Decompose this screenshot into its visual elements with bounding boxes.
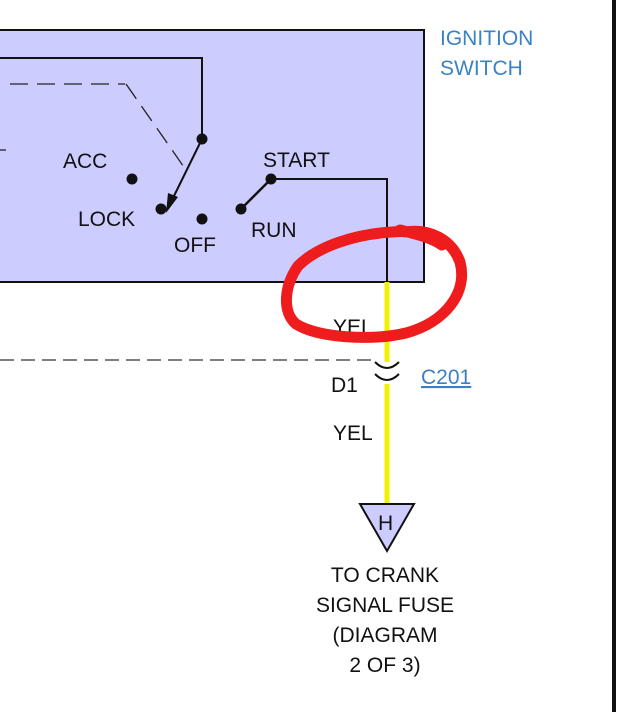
connector-c201-link[interactable]: C201 <box>421 366 471 389</box>
terminal-caption-line1: TO CRANK <box>331 564 439 587</box>
position-label-acc: ACC <box>63 150 107 173</box>
position-label-off: OFF <box>174 234 216 257</box>
terminal-h-triangle <box>358 503 416 554</box>
contact-acc <box>126 173 138 185</box>
run-start-jumper <box>240 178 272 210</box>
terminal-caption-line3: (DIAGRAM <box>333 624 438 647</box>
position-label-lock: LOCK <box>78 208 135 231</box>
terminal-caption-line2: SIGNAL FUSE <box>316 594 454 617</box>
terminal-caption-line4: 2 OF 3) <box>349 654 420 677</box>
connector-pin-label: D1 <box>331 374 358 397</box>
switch-common-wire <box>0 57 203 139</box>
connector-symbol-top <box>374 361 400 369</box>
switch-linkage-dashed-diagonal <box>125 83 187 171</box>
connector-symbol-bottom <box>374 373 400 381</box>
position-label-run: RUN <box>251 219 297 242</box>
switch-title-line1: IGNITION <box>440 27 533 50</box>
contact-common <box>196 133 208 145</box>
contact-lock <box>155 203 167 215</box>
annotation-circle <box>280 224 467 343</box>
position-label-start: START <box>263 149 330 172</box>
start-output-wire <box>271 178 388 282</box>
switch-title-line2: SWITCH <box>440 57 523 80</box>
contact-off <box>196 213 208 225</box>
switch-arm <box>171 138 203 201</box>
switch-arm-arrowhead <box>166 193 178 213</box>
terminal-letter: H <box>378 512 393 535</box>
wire-color-label-lower: YEL <box>333 422 373 445</box>
